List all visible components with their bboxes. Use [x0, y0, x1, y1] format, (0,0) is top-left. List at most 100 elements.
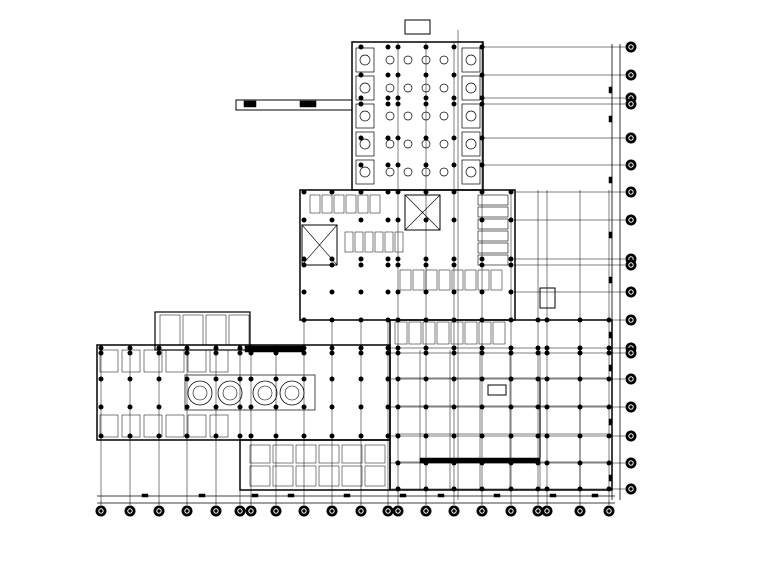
column: [156, 376, 162, 382]
grid-bubble: [625, 186, 637, 198]
column: [395, 433, 401, 439]
column: [395, 72, 401, 78]
furniture: [403, 139, 413, 149]
left-wing: [96, 344, 391, 441]
dimension-tick: [287, 493, 295, 498]
column: [451, 217, 457, 223]
atrium-diagonal: [404, 194, 441, 231]
grid-bubble: [625, 373, 637, 385]
grid-bubble-label: [156, 508, 162, 514]
column: [451, 95, 457, 101]
room-cell: [478, 321, 492, 345]
room-cell: [187, 349, 207, 373]
grid-bubble-label: [451, 508, 457, 514]
column: [358, 72, 364, 78]
furniture: [359, 54, 371, 66]
dimension-tick: [399, 493, 407, 498]
column: [479, 460, 485, 466]
room-cell: [374, 231, 384, 253]
room-cell: [295, 465, 317, 487]
grid-bubble: [124, 505, 136, 517]
grid-bubble: [625, 314, 637, 326]
grid-bubble: [574, 505, 586, 517]
room-cell: [399, 269, 412, 291]
column: [385, 345, 391, 351]
column: [385, 433, 391, 439]
seating-row: [477, 206, 509, 218]
dimension-tick: [251, 493, 259, 498]
grid-bubble-label: [628, 350, 634, 356]
grid-bubble: [625, 259, 637, 271]
left-wing-extension: [239, 439, 391, 491]
room-cell: [412, 269, 425, 291]
furniture: [465, 166, 477, 178]
grid-bubble: [392, 505, 404, 517]
column: [535, 350, 541, 356]
seating-row: [477, 254, 509, 266]
column: [358, 189, 364, 195]
grid-bubble: [625, 286, 637, 298]
column: [213, 345, 219, 351]
furniture: [359, 110, 371, 122]
column: [395, 317, 401, 323]
canopy: [235, 99, 353, 111]
column: [273, 376, 279, 382]
grid-bubble: [625, 347, 637, 359]
dimension-tick: [343, 493, 351, 498]
room-cell: [165, 414, 185, 438]
column: [358, 345, 364, 351]
column: [451, 460, 457, 466]
room-cell: [159, 314, 181, 346]
column: [98, 404, 104, 410]
office-room: [461, 103, 481, 129]
column: [544, 376, 550, 382]
grid-bubble: [625, 401, 637, 413]
column: [395, 289, 401, 295]
column: [479, 262, 485, 268]
column: [98, 433, 104, 439]
room-cell: [464, 269, 477, 291]
column: [451, 404, 457, 410]
room-cell: [341, 444, 363, 464]
column: [606, 345, 612, 351]
room-cell: [490, 269, 503, 291]
furniture: [421, 111, 431, 121]
column: [423, 350, 429, 356]
dimension-tick: [549, 493, 557, 498]
column: [358, 95, 364, 101]
seating-row: [477, 230, 509, 242]
column: [248, 433, 254, 439]
grid-bubble-label: [98, 508, 104, 514]
room-cell: [209, 349, 229, 373]
column: [451, 289, 457, 295]
seating-row: [477, 218, 509, 230]
column: [237, 404, 243, 410]
column: [535, 404, 541, 410]
column: [395, 404, 401, 410]
room-cell: [318, 444, 340, 464]
column: [577, 433, 583, 439]
column: [451, 189, 457, 195]
grid-bubble-label: [508, 508, 514, 514]
grid-bubble-label: [628, 44, 634, 50]
grid-bubble-label: [628, 433, 634, 439]
grid-bubble-label: [628, 72, 634, 78]
grid-bubble: [625, 430, 637, 442]
room-cell: [295, 444, 317, 464]
grid-bubble-label: [358, 508, 364, 514]
column: [508, 217, 514, 223]
column: [508, 376, 514, 382]
round-room: [217, 380, 243, 406]
column: [358, 262, 364, 268]
column: [395, 135, 401, 141]
canopy-fill: [299, 100, 317, 108]
column: [385, 135, 391, 141]
column: [329, 289, 335, 295]
column: [385, 376, 391, 382]
office-room: [355, 103, 375, 129]
grid-bubble-label: [628, 404, 634, 410]
dimension-tick: [608, 115, 613, 123]
column: [248, 345, 254, 351]
grid-bubble: [625, 159, 637, 171]
room-cell: [209, 414, 229, 438]
